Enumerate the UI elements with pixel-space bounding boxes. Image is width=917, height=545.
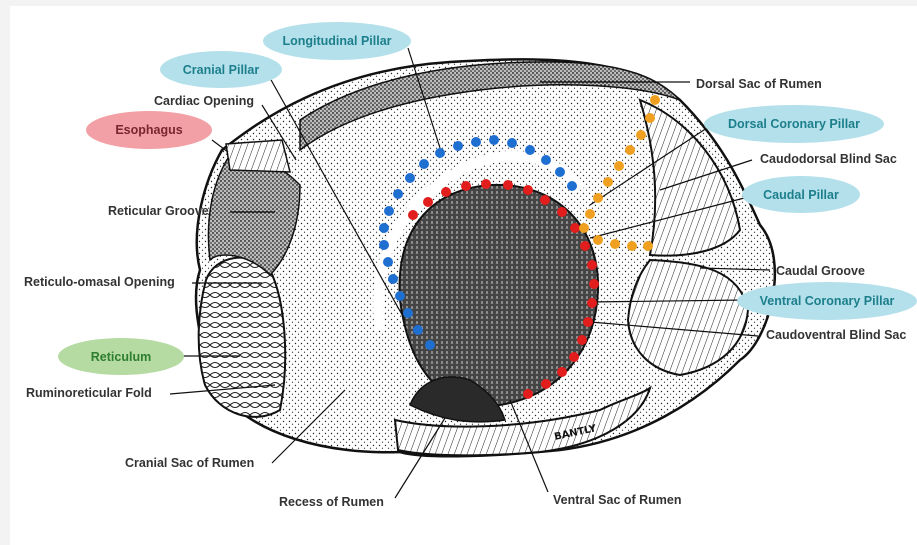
reticulum-region [199,258,286,417]
ventral-coronary-pillar-label: Ventral Coronary Pillar [737,282,917,320]
reticulo-omasal-opening-label: Reticulo-omasal Opening [24,276,175,289]
cranial-pillar-label: Cranial Pillar [160,51,282,88]
reticulum-label: Reticulum [58,338,184,375]
caudodorsal-blind-sac-label: Caudodorsal Blind Sac [760,153,897,166]
caudoventral-blind-sac-label: Caudoventral Blind Sac [766,329,906,342]
cardiac-opening-label: Cardiac Opening [154,95,254,108]
reticular-groove-label: Reticular Groove [108,205,209,218]
longitudinal-pillar-label: Longitudinal Pillar [263,22,411,60]
dorsal-coronary-pillar-label: Dorsal Coronary Pillar [704,105,884,143]
caudal-groove-label: Caudal Groove [776,265,865,278]
dorsal-sac-label: Dorsal Sac of Rumen [696,78,822,91]
caudal-pillar-label: Caudal Pillar [742,176,860,213]
esophagus-tube [226,140,290,172]
recess-label: Recess of Rumen [279,496,384,509]
ruminoreticular-fold-label: Ruminoreticular Fold [26,387,152,400]
cranial-sac-label: Cranial Sac of Rumen [125,457,254,470]
ventral-sac-label: Ventral Sac of Rumen [553,494,682,507]
esophagus-label: Esophagus [86,111,212,149]
